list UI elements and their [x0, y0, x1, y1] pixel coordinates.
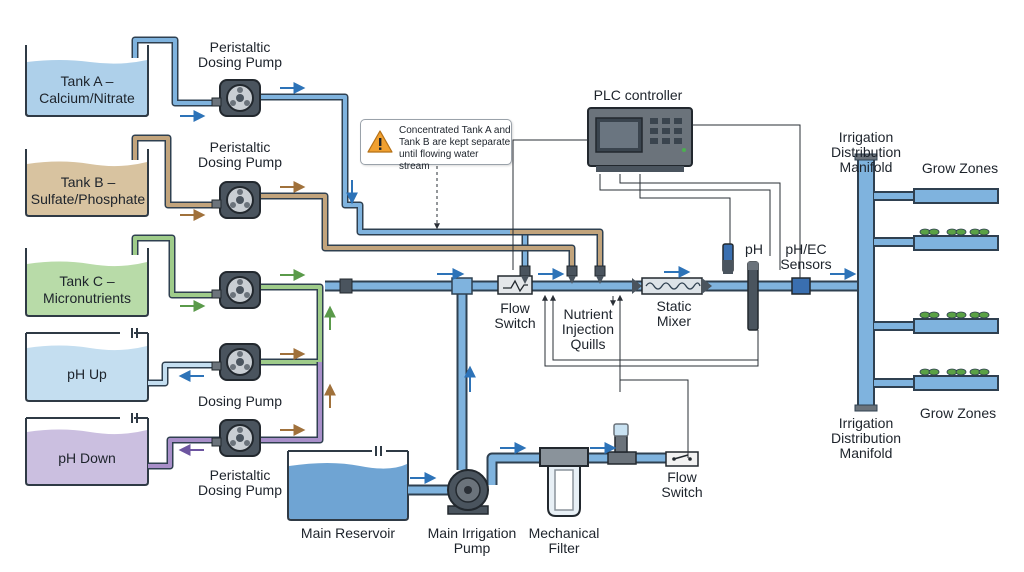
- plc-controller-label: PLC controller: [593, 87, 683, 103]
- pipe-tank-a: [131, 36, 529, 272]
- irrigation-manifold: [854, 153, 915, 412]
- tank-c-label-line1: Tank C –: [59, 273, 115, 289]
- dosing-pump-4-icon: [211, 343, 261, 381]
- grow-zones-top-label: Grow Zones: [921, 160, 999, 176]
- mechanical-filter-icon: [539, 447, 589, 517]
- grow-zone-trough-4: [913, 368, 999, 391]
- callout-line3: until flowing water stream: [399, 149, 479, 172]
- grow-zone-trough-2: [913, 228, 999, 251]
- tank-c-label: Tank C – Micronutrients: [28, 273, 146, 307]
- grow-zones-bottom-label: Grow Zones: [919, 405, 997, 421]
- callout-line1: Concentrated Tank A and: [399, 125, 511, 136]
- pipe-tee: [451, 277, 473, 295]
- pipe-tank-c: [131, 234, 324, 366]
- static-mixer-icon: [632, 277, 712, 295]
- grow-zone-trough-1: [913, 188, 999, 204]
- tank-ph-up-label: pH Up: [67, 366, 107, 382]
- separation-callout: Concentrated Tank A and Tank B are kept …: [360, 119, 512, 172]
- pipe-fitting-left: [339, 278, 353, 294]
- tank-ph-up: [25, 328, 149, 402]
- tank-b-label-line1: Tank B –: [60, 174, 116, 190]
- ph-ec-sensor-fitting: [791, 277, 811, 295]
- valve-icon: [607, 423, 637, 465]
- tank-b-label-line2: Sulfate/Phosphate: [30, 191, 146, 207]
- plc-controller-icon: [587, 107, 693, 172]
- tank-a-label-line2: Calcium/Nitrate: [39, 90, 135, 106]
- main-irrigation-pump-icon: [447, 469, 489, 515]
- warning-icon: [367, 130, 393, 153]
- grow-zone-trough-3: [913, 311, 999, 334]
- ph-sensor-label: pH: [745, 241, 763, 257]
- tank-c: [25, 248, 149, 317]
- pipe-ph-up: [148, 361, 222, 387]
- tank-a-label: Tank A – Calcium/Nitrate: [28, 73, 146, 107]
- dosing-pump-5-icon: [211, 419, 261, 457]
- dosing-pump-2-icon: [211, 181, 261, 219]
- main-reservoir-label: Main Reservoir: [300, 525, 396, 541]
- tank-c-label-line2: Micronutrients: [43, 290, 131, 306]
- tank-ph-down: [25, 413, 149, 486]
- flow-switch-bottom-icon: [665, 451, 699, 467]
- tank-b-label: Tank B – Sulfate/Phosphate: [24, 174, 152, 208]
- tank-a-label-line1: Tank A –: [60, 73, 114, 89]
- tank-b: [25, 149, 149, 217]
- ph-probe-icon: [722, 243, 734, 274]
- injection-quill-3-icon: [594, 265, 606, 284]
- main-reservoir-tank: [287, 446, 409, 521]
- pump-4-label: Dosing Pump: [197, 393, 283, 409]
- injection-quill-2-icon: [566, 265, 578, 284]
- tank-ph-down-label: pH Down: [58, 450, 116, 466]
- main-water-line: [325, 280, 862, 496]
- pipe-tank-b: [131, 134, 604, 272]
- callout-line2: Tank B are kept separate: [399, 137, 511, 148]
- pipe-ph-down: [148, 362, 324, 470]
- dosing-pump-3-icon: [211, 271, 261, 309]
- ph-ec-probe-icon: [747, 261, 759, 331]
- dosing-pump-1-icon: [211, 79, 261, 117]
- control-wires: [512, 124, 801, 458]
- tank-a: [25, 45, 149, 117]
- injection-quill-1-icon: [519, 265, 531, 284]
- flow-arrows: [178, 82, 857, 484]
